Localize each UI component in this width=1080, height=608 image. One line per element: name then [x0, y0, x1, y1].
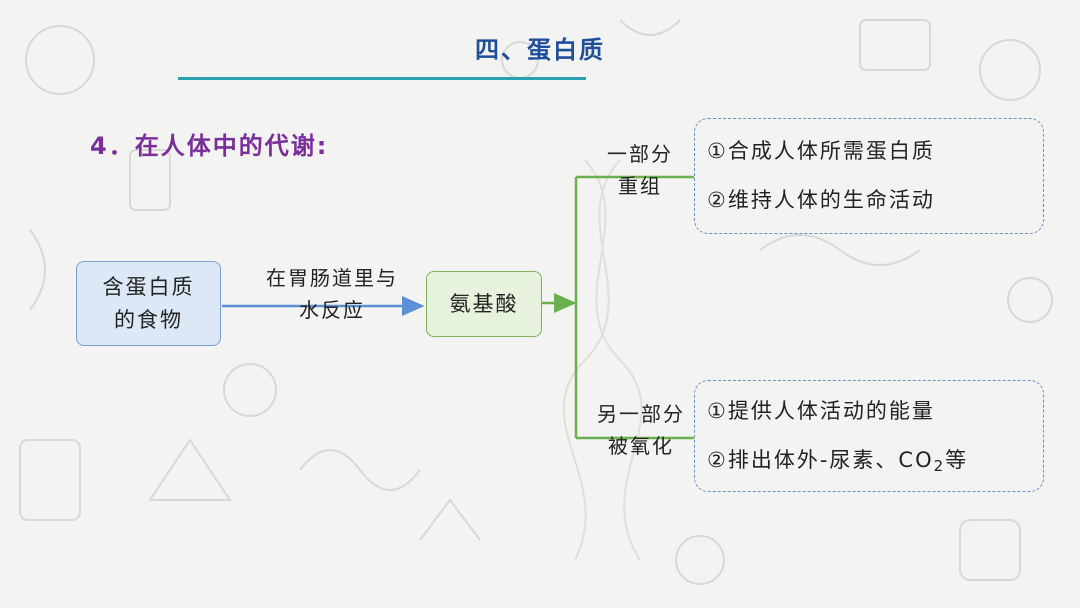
- branch-top-label-line2: 重组: [586, 170, 694, 202]
- branch-bottom-label-line2: 被氧化: [586, 430, 696, 462]
- digestion-label-line1: 在胃肠道里与: [232, 262, 432, 294]
- outcome-bottom-item2-suffix: 等: [945, 448, 968, 472]
- food-box-line1: 含蛋白质: [103, 271, 195, 304]
- outcome-top-item1: ①合成人体所需蛋白质: [707, 127, 935, 176]
- digestion-label-line2: 水反应: [232, 294, 432, 326]
- outcome-bottom-item2-prefix: ②排出体外-尿素、CO: [707, 448, 934, 472]
- outcome-bottom-item2: ②排出体外-尿素、CO2等: [707, 436, 968, 485]
- outcome-top-item2: ②维持人体的生命活动: [707, 176, 935, 225]
- branch-bottom-label-line1: 另一部分: [586, 398, 696, 430]
- branch-top-label: 一部分 重组: [586, 138, 694, 202]
- recombination-outcomes-box: ①合成人体所需蛋白质 ②维持人体的生命活动: [694, 118, 1044, 234]
- food-with-protein-box: 含蛋白质 的食物: [76, 261, 221, 346]
- digestion-label: 在胃肠道里与 水反应: [232, 262, 432, 326]
- oxidation-outcomes-box: ①提供人体活动的能量 ②排出体外-尿素、CO2等: [694, 380, 1044, 492]
- branch-top-label-line1: 一部分: [586, 138, 694, 170]
- outcome-bottom-item1: ①提供人体活动的能量: [707, 387, 935, 436]
- branch-bottom-label: 另一部分 被氧化: [586, 398, 696, 462]
- co2-subscript: 2: [934, 457, 946, 475]
- food-box-line2: 的食物: [103, 304, 195, 337]
- amino-acid-box: 氨基酸: [426, 271, 542, 337]
